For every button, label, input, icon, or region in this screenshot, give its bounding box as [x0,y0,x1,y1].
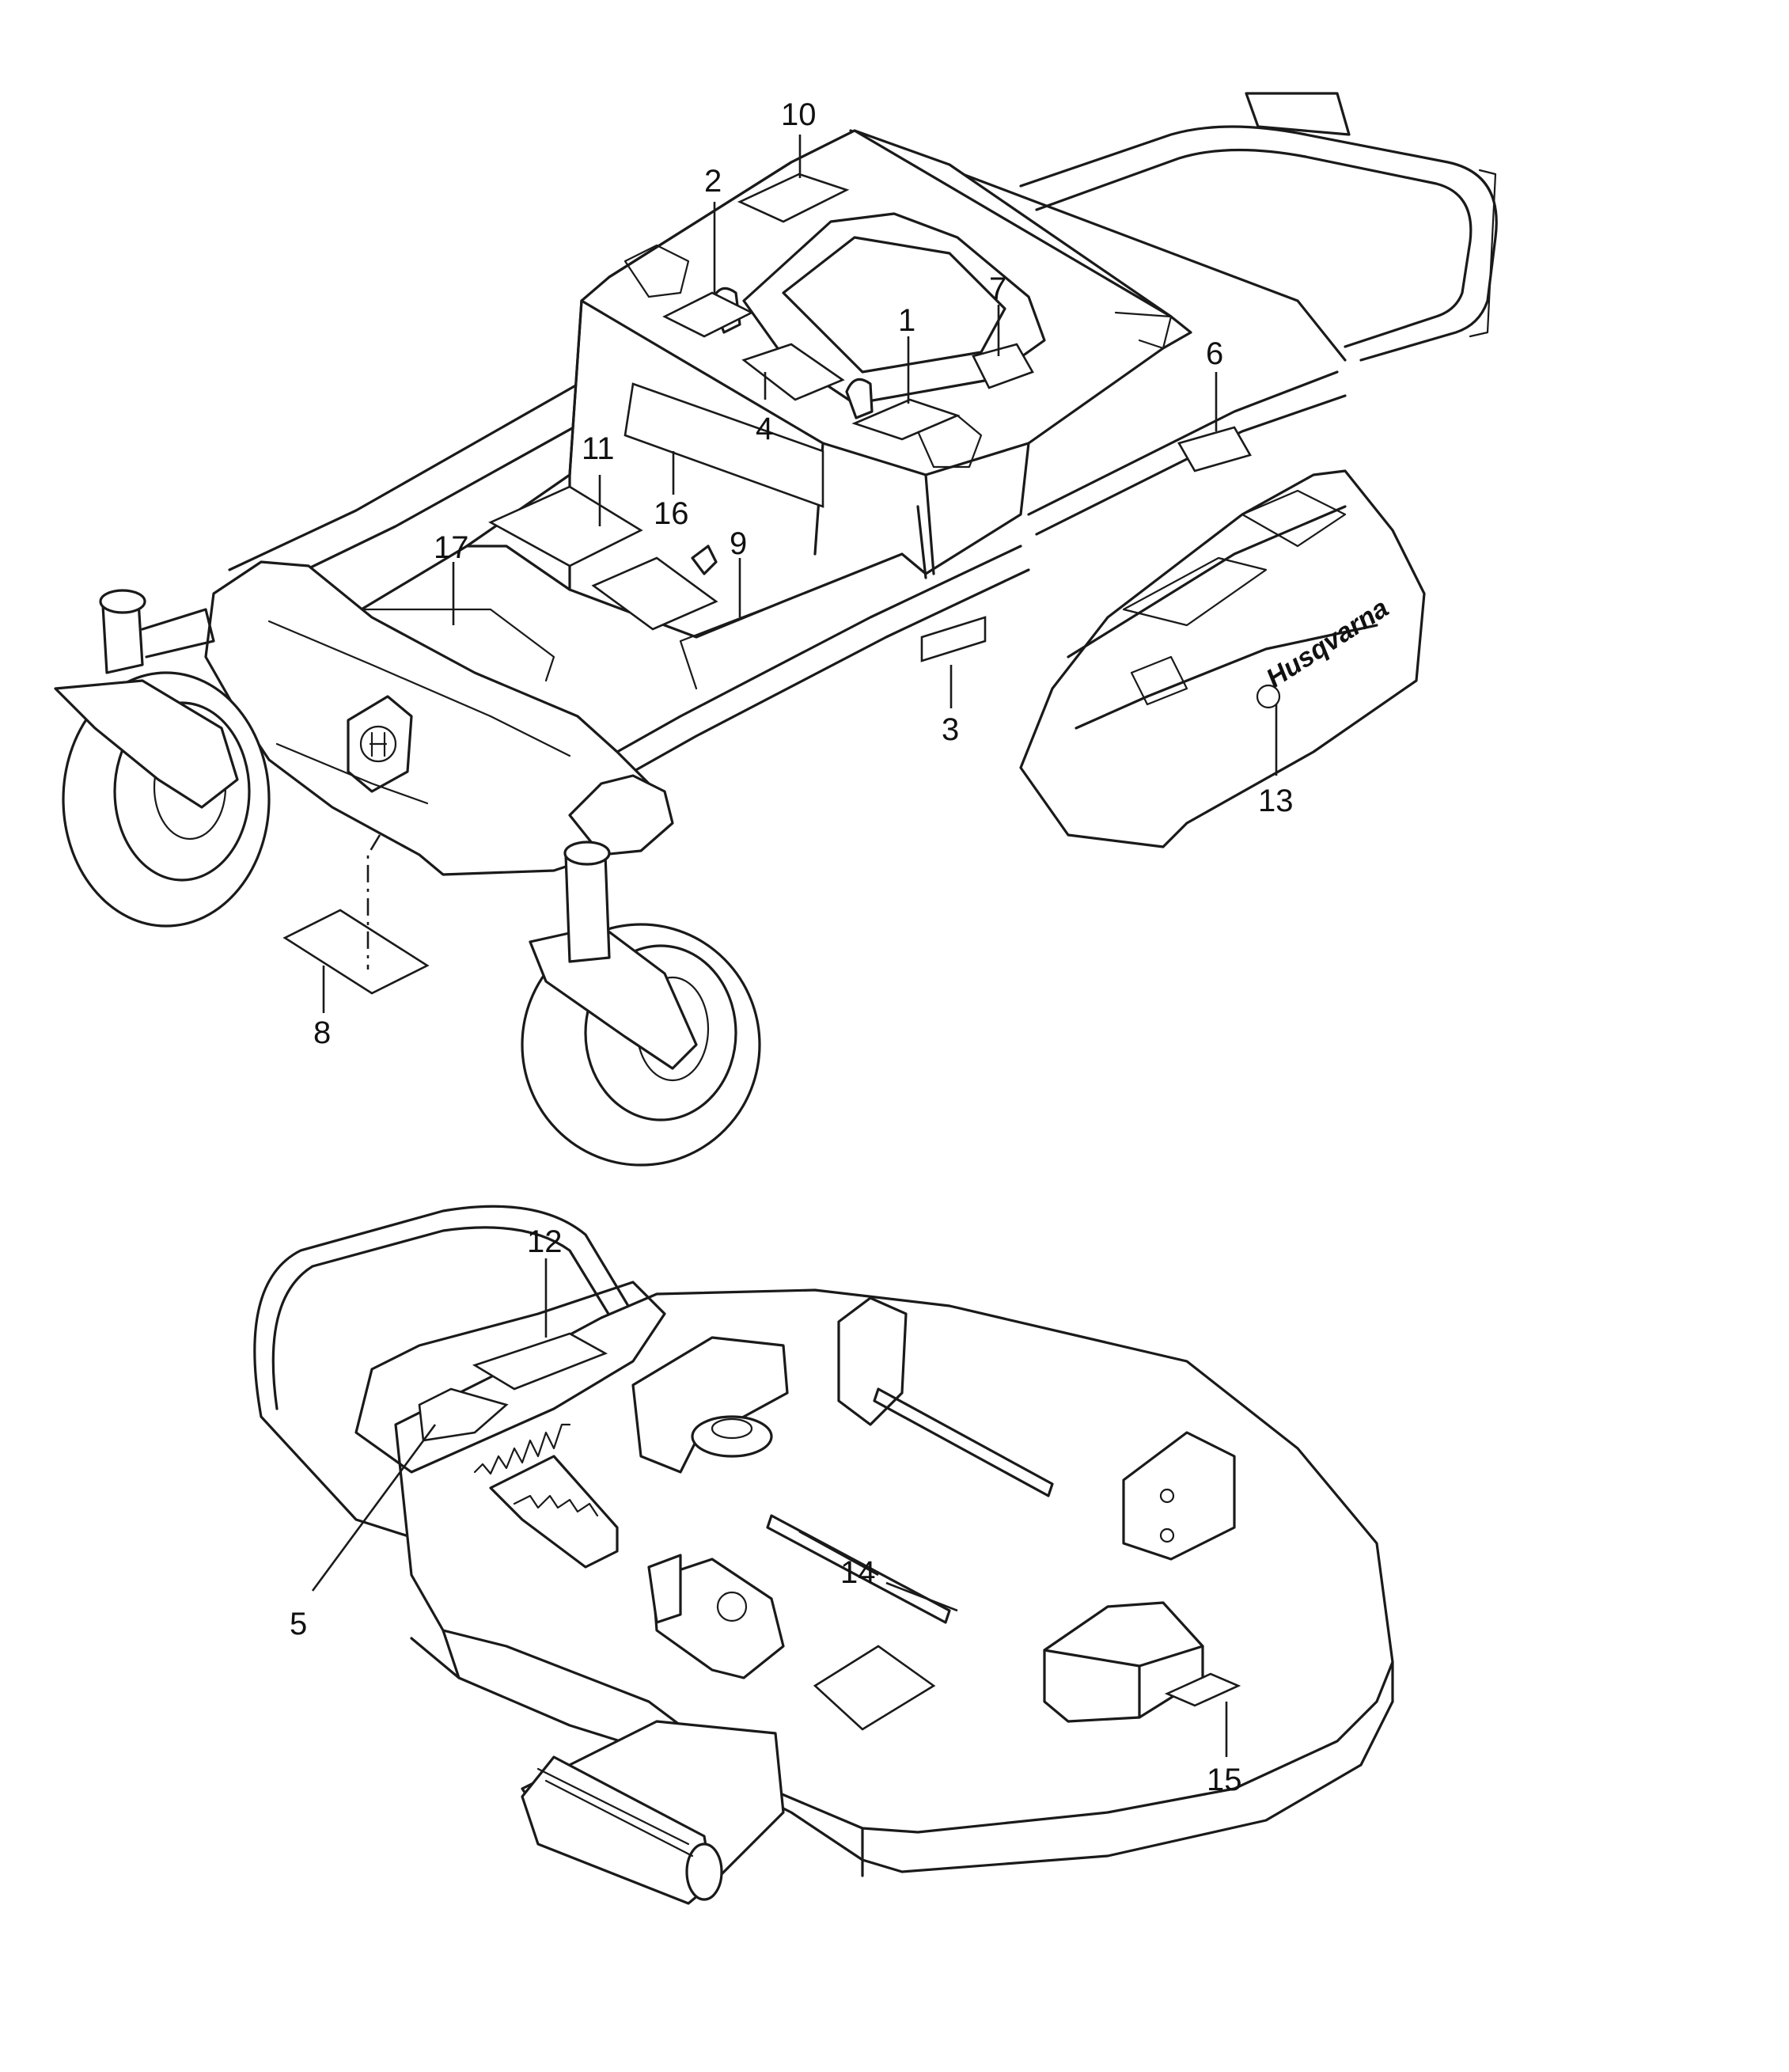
rear-handle-bar [1019,92,1498,362]
decal-11 [488,485,643,567]
tension-spring [473,1423,571,1475]
callout-6: 6 [1206,336,1223,371]
decal-16 [623,382,824,508]
decal-10 [737,173,850,223]
decal-8 [282,909,430,995]
decal-4 [741,343,845,401]
side-shroud: Husqvarna [1019,469,1426,848]
left-caster-wheel [54,589,271,928]
decal-1 [851,398,961,441]
cutting-deck-assembly [253,1205,1394,1905]
callout-12: 12 [527,1224,563,1259]
callout-15: 15 [1207,1763,1242,1797]
callout-7: 7 [989,271,1006,306]
callout-14: 14 [840,1555,876,1590]
baffle-right [1122,1431,1236,1561]
decal-9b [591,556,718,631]
callout-1: 1 [898,303,915,338]
decal-15 [1164,1672,1241,1707]
decal-7 [972,343,1034,389]
deck-plate [813,1645,936,1731]
leader-lines [311,135,1278,1757]
decal-2 [662,291,754,338]
callout-labels: 10 2 7 1 6 4 11 16 17 9 3 13 8 12 14 5 1… [290,97,1294,1797]
callout-16: 16 [654,496,689,531]
callout-11: 11 [582,431,615,466]
decal-12 [472,1332,608,1391]
frame-decals [282,173,1252,995]
deck-slots [766,1387,1054,1624]
mower-frame-assembly: Husqvarna [54,92,1498,1167]
decal-5 [418,1387,509,1442]
body-deck [568,129,1192,639]
callout-5: 5 [290,1607,307,1641]
right-caster-wheel [521,841,761,1167]
spindle-bracket-center [651,1558,785,1679]
callout-3: 3 [942,712,959,747]
callout-17: 17 [434,530,469,565]
decal-8-guide-line [366,834,381,970]
callout-8: 8 [313,1015,331,1050]
callout-9: 9 [730,526,747,561]
callout-4: 4 [756,412,773,446]
decal-6 [1177,426,1252,472]
callout-13: 13 [1258,784,1294,818]
decal-3 [920,616,987,662]
baffle-rear [837,1296,908,1426]
callout-10: 10 [781,97,817,132]
callout-2: 2 [704,164,722,199]
